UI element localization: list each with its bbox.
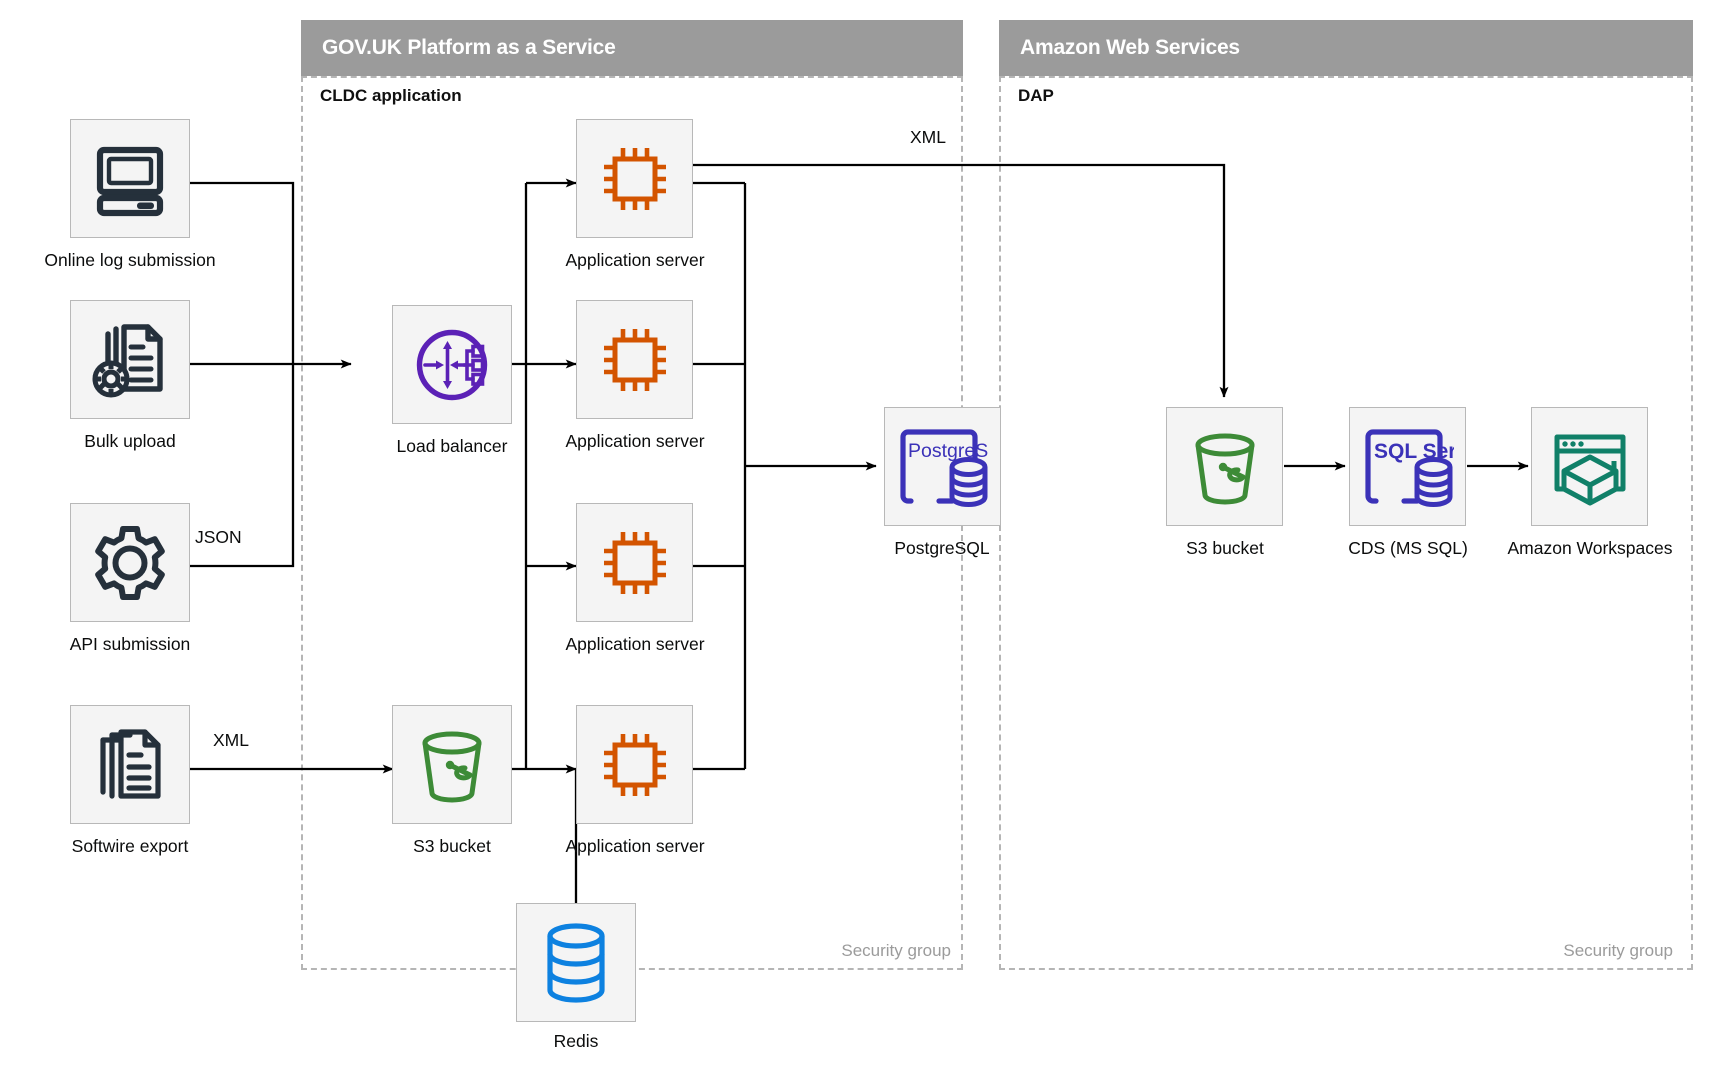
node-label-postgresql: PostgreSQL bbox=[894, 538, 990, 558]
edge-label-softwire-xml: XML bbox=[208, 730, 254, 751]
workspaces-cube-icon bbox=[1531, 407, 1648, 526]
node-label-bulk-upload: Bulk upload bbox=[84, 431, 176, 451]
document-gear-icon bbox=[70, 300, 190, 419]
edge-label-json: JSON bbox=[190, 527, 247, 548]
load-balancer-icon bbox=[392, 305, 512, 424]
node-label-api-submission: API submission bbox=[69, 634, 191, 654]
s3-bucket-icon bbox=[392, 705, 512, 824]
documents-stack-icon bbox=[70, 705, 190, 824]
s3-bucket-icon bbox=[1166, 407, 1283, 526]
subgroup-label-cldc: CLDC application bbox=[320, 86, 462, 105]
node-label-online-log-submission: Online log submission bbox=[44, 250, 216, 270]
database-cylinder-icon bbox=[516, 903, 636, 1022]
node-label-softwire-export: Softwire export bbox=[71, 836, 189, 856]
desktop-computer-icon bbox=[70, 119, 190, 238]
node-label-app-server-1: Application server bbox=[565, 250, 705, 270]
node-label-aws-s3-bucket: S3 bucket bbox=[1186, 538, 1264, 558]
cpu-chip-icon bbox=[576, 705, 693, 824]
security-group-label-aws: Security group bbox=[1563, 941, 1673, 960]
gear-icon bbox=[70, 503, 190, 622]
node-label-paas-s3-bucket: S3 bucket bbox=[413, 836, 491, 856]
group-banner-aws: Amazon Web Services bbox=[999, 20, 1693, 76]
node-label-app-server-2: Application server bbox=[565, 431, 705, 451]
edge-label-appserver-dap-xml: XML bbox=[905, 127, 951, 148]
subgroup-label-dap: DAP bbox=[1018, 86, 1054, 105]
group-banner-aws-title: Amazon Web Services bbox=[1020, 36, 1240, 59]
node-label-cds-ms-sql: CDS (MS SQL) bbox=[1348, 538, 1468, 558]
node-label-load-balancer: Load balancer bbox=[396, 436, 508, 456]
group-banner-paas-title: GOV.UK Platform as a Service bbox=[322, 36, 616, 59]
postgresql-database-icon: PostgreSQL bbox=[884, 407, 1001, 526]
group-banner-paas: GOV.UK Platform as a Service bbox=[301, 20, 963, 76]
node-label-amazon-workspaces: Amazon Workspaces bbox=[1507, 538, 1673, 558]
security-group-label-paas: Security group bbox=[841, 941, 951, 960]
node-label-redis: Redis bbox=[553, 1031, 599, 1051]
cpu-chip-icon bbox=[576, 300, 693, 419]
svg-text:PostgreSQL: PostgreSQL bbox=[908, 440, 989, 462]
sql-server-database-icon: SQL Server bbox=[1349, 407, 1466, 526]
cpu-chip-icon bbox=[576, 503, 693, 622]
node-label-app-server-3: Application server bbox=[565, 634, 705, 654]
node-label-app-server-4: Application server bbox=[565, 836, 705, 856]
cpu-chip-icon bbox=[576, 119, 693, 238]
